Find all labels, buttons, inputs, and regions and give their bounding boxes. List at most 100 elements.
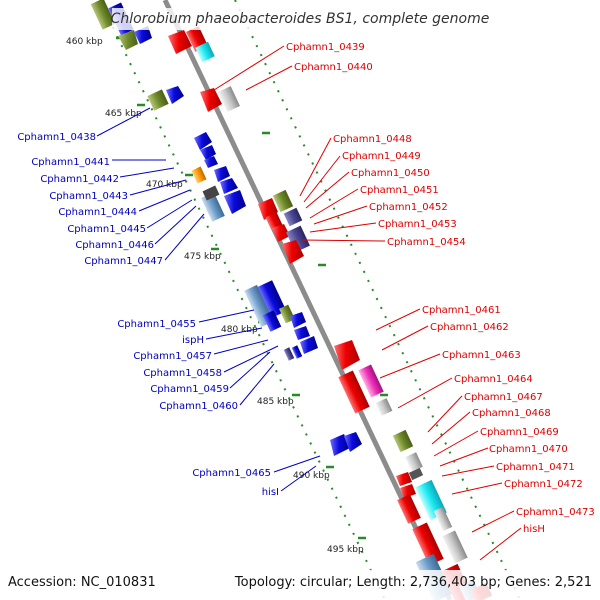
title-backdrop <box>112 8 488 30</box>
left-strand-genes <box>90 0 362 456</box>
gene-label-left[interactable]: Cphamn1_0444 <box>58 207 137 218</box>
gene-arrow[interactable] <box>118 30 138 50</box>
gene-label-left[interactable]: Cphamn1_0446 <box>75 240 154 251</box>
gene-box[interactable] <box>442 530 468 564</box>
gene-label-right[interactable]: Cphamn1_0453 <box>378 219 457 230</box>
gene-arrow[interactable] <box>400 484 416 498</box>
gene-arrow[interactable] <box>220 178 238 194</box>
gene-arrow[interactable] <box>194 132 212 150</box>
tick-label: 490 kbp <box>293 471 330 481</box>
gene-box[interactable] <box>272 189 294 213</box>
gene-box[interactable] <box>147 89 169 111</box>
gene-label-left[interactable]: Cphamn1_0455 <box>117 319 196 330</box>
tick-label: 470 kbp <box>146 180 183 190</box>
gene-label-right[interactable]: Cphamn1_0452 <box>369 202 448 213</box>
gene-box[interactable] <box>338 370 370 414</box>
gene-label-left[interactable]: Cphamn1_0458 <box>143 368 222 379</box>
gene-label-right[interactable]: Cphamn1_0467 <box>464 392 543 403</box>
gene-label-right[interactable]: Cphamn1_0464 <box>454 374 533 385</box>
genome-summary-text: Topology: circular; Length: 2,736,403 bp… <box>234 575 592 590</box>
gene-label-right[interactable]: Cphamn1_0462 <box>430 322 509 333</box>
gene-label-left[interactable]: Cphamn1_0465 <box>192 468 271 479</box>
gene-box[interactable] <box>408 467 424 481</box>
gene-arrow[interactable] <box>168 30 192 54</box>
gene-box[interactable] <box>375 398 393 416</box>
gene-arrow[interactable] <box>200 145 216 160</box>
gene-arrow[interactable] <box>282 240 304 264</box>
gene-arrow[interactable] <box>396 472 412 486</box>
gene-label-right[interactable]: Cphamn1_0470 <box>489 444 568 455</box>
gene-label-right[interactable]: Cphamn1_0472 <box>504 479 583 490</box>
gene-box[interactable] <box>262 310 282 332</box>
tick-label: 485 kbp <box>257 397 294 407</box>
gene-box[interactable] <box>283 207 303 227</box>
gene-box[interactable] <box>218 86 240 112</box>
gene-box[interactable] <box>291 345 303 359</box>
gene-label-right[interactable]: Cphamn1_0463 <box>442 350 521 361</box>
gene-box[interactable] <box>392 429 414 453</box>
gene-arrow[interactable] <box>200 88 222 112</box>
gene-label-right[interactable]: Cphamn1_0468 <box>472 408 551 419</box>
tick-label: 460 kbp <box>66 37 103 47</box>
gene-label-right[interactable]: Cphamn1_0440 <box>294 62 373 73</box>
gene-box[interactable] <box>358 364 384 398</box>
tick-label: 495 kbp <box>327 545 364 555</box>
gene-box[interactable] <box>412 522 444 566</box>
gene-arrow[interactable] <box>294 326 310 340</box>
gene-arrow[interactable] <box>334 340 360 370</box>
gene-label-right[interactable]: Cphamn1_0471 <box>496 462 575 473</box>
gene-label-right[interactable]: Cphamn1_0469 <box>480 427 559 438</box>
gene-box[interactable] <box>265 212 283 230</box>
scale-tick-marks <box>116 36 448 540</box>
gene-arrow[interactable] <box>290 312 306 328</box>
gene-arrow[interactable] <box>344 432 362 452</box>
gene-box[interactable] <box>257 280 287 318</box>
gene-label-left[interactable]: Cphamn1_0438 <box>17 132 96 143</box>
gene-label-left[interactable]: Cphamn1_0459 <box>150 384 229 395</box>
gene-box[interactable] <box>202 185 220 201</box>
gene-label-left[interactable]: Cphamn1_0443 <box>49 191 128 202</box>
right-label-connectors <box>213 45 522 561</box>
gene-arrow[interactable] <box>330 434 350 456</box>
genome-title: Chlorobium phaeobacteroides BS1, complet… <box>111 11 490 27</box>
gene-box[interactable] <box>90 0 116 30</box>
right-gene-labels: Cphamn1_0439 Cphamn1_0440 Cphamn1_0448 C… <box>286 42 595 535</box>
gene-arrow[interactable] <box>272 224 290 242</box>
gene-label-left[interactable]: Cphamn1_0441 <box>31 157 110 168</box>
gene-label-right[interactable]: Cphamn1_0448 <box>333 134 412 145</box>
gene-label-left[interactable]: ispH <box>182 335 204 346</box>
gene-arrow[interactable] <box>204 156 218 168</box>
gene-box[interactable] <box>433 506 453 532</box>
gene-arrow[interactable] <box>166 86 184 104</box>
gene-label-left[interactable]: Cphamn1_0445 <box>67 224 146 235</box>
gene-box[interactable] <box>286 225 310 253</box>
gene-label-left[interactable]: Cphamn1_0442 <box>40 174 119 185</box>
gene-arrow[interactable] <box>134 26 152 44</box>
gene-label-right[interactable]: hisH <box>523 524 545 535</box>
gene-label-left[interactable]: Cphamn1_0447 <box>84 256 163 267</box>
tick-label: 475 kbp <box>184 252 221 262</box>
gene-box[interactable] <box>405 452 423 472</box>
left-gene-labels: Cphamn1_0438 Cphamn1_0441 Cphamn1_0442 C… <box>17 132 279 498</box>
gene-label-left[interactable]: Cphamn1_0460 <box>159 401 238 412</box>
tick-label: 480 kbp <box>221 325 258 335</box>
tick-label: 465 kbp <box>105 109 142 119</box>
gene-label-right[interactable]: Cphamn1_0473 <box>516 507 595 518</box>
gene-box[interactable] <box>397 494 421 524</box>
gene-arrow[interactable] <box>300 336 318 354</box>
gene-label-right[interactable]: Cphamn1_0439 <box>286 42 365 53</box>
gene-label-right[interactable]: Cphamn1_0461 <box>422 305 501 316</box>
gene-arrow[interactable] <box>224 190 246 214</box>
gene-label-right[interactable]: Cphamn1_0450 <box>351 168 430 179</box>
gene-label-right[interactable]: Cphamn1_0454 <box>387 237 466 248</box>
gene-box[interactable] <box>195 41 215 63</box>
footer-backdrop <box>0 570 600 600</box>
gene-label-left[interactable]: Cphamn1_0457 <box>133 351 212 362</box>
gene-label-left[interactable]: hisI <box>262 487 279 498</box>
gene-label-right[interactable]: Cphamn1_0449 <box>342 151 421 162</box>
gene-box[interactable] <box>191 166 207 184</box>
gene-label-right[interactable]: Cphamn1_0451 <box>360 185 439 196</box>
gene-arrow[interactable] <box>214 166 230 182</box>
gene-box[interactable] <box>283 347 295 361</box>
